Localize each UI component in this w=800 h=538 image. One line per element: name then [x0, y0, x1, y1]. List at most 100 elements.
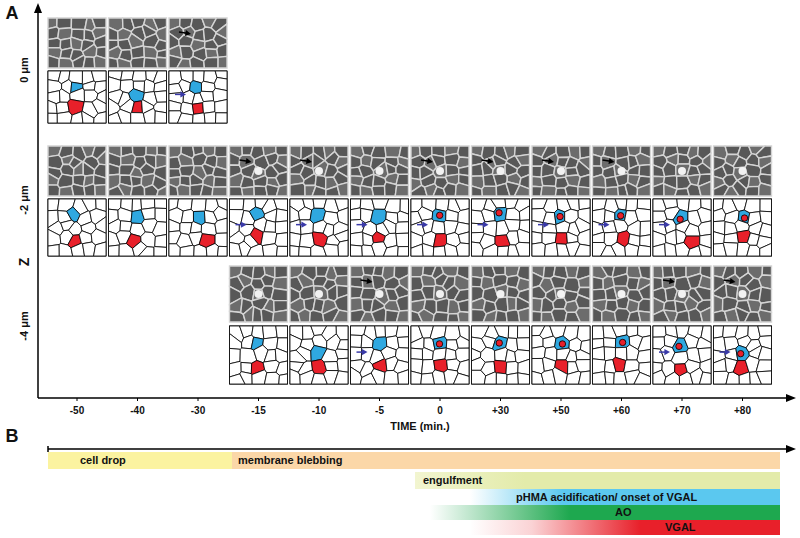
- cell-outline: [665, 243, 677, 256]
- schematic-arrow: [241, 222, 247, 228]
- tick-label: -10: [312, 406, 326, 416]
- cell-outline: [324, 361, 338, 370]
- schematic-frame: [472, 326, 530, 384]
- cell-outline: [627, 220, 641, 236]
- cell-outline: [625, 183, 638, 196]
- cell-outline: [48, 38, 61, 48]
- cell-outline: [92, 18, 106, 28]
- schematic-frame: [411, 199, 469, 256]
- schematic-arrow: [664, 222, 670, 228]
- cell-outline: [154, 80, 167, 91]
- panel-letter: B: [6, 427, 19, 445]
- cell-outline: [361, 288, 377, 299]
- bright-spot: [618, 290, 626, 298]
- cell-schematic: [653, 326, 711, 384]
- phase-name: pHMA acidification/ onset of VGAL: [516, 491, 697, 503]
- cell-schematic: [290, 326, 348, 384]
- pointer-arrow: [608, 158, 614, 164]
- schematic-frame: [653, 326, 711, 384]
- cell-outline: [371, 369, 385, 384]
- cell-outline: [532, 243, 545, 256]
- schematic-arrow: [422, 222, 428, 228]
- cell-outline: [532, 166, 542, 177]
- schematic-arrow: [362, 222, 368, 228]
- cell-outline: [109, 27, 119, 40]
- cell-outline: [396, 164, 409, 175]
- cell-outline: [97, 150, 106, 164]
- tick-label: +50: [553, 406, 570, 416]
- cell-outline: [206, 243, 218, 256]
- cell-outline: [611, 242, 625, 256]
- axis-tick: [198, 398, 199, 401]
- schematic-arrow: [604, 222, 610, 228]
- cell-outline: [472, 186, 483, 196]
- schematic-arrow: [725, 349, 731, 355]
- cell-outline: [472, 276, 483, 287]
- micrograph-ground: [169, 146, 227, 196]
- cell-outline: [215, 218, 227, 233]
- cell-outline: [141, 232, 156, 247]
- axis-tick: [379, 398, 380, 401]
- cell-outline: [372, 186, 385, 196]
- cell-outline: [155, 235, 167, 248]
- z-axis: [37, 10, 39, 398]
- cell-outline: [482, 244, 497, 256]
- cell-outline: [351, 245, 363, 256]
- schematic-frame: [593, 326, 651, 384]
- cell-outline: [578, 174, 590, 187]
- cell-outline: [201, 81, 215, 92]
- cell-outline: [48, 173, 59, 185]
- micrograph: [714, 146, 772, 196]
- engulfed-corpse: [496, 340, 502, 346]
- cell-outline: [625, 244, 639, 256]
- cell-outline: [759, 183, 772, 196]
- cell-outline: [263, 337, 278, 350]
- phase-band: membrane blebbing: [232, 452, 780, 469]
- engulfed-corpse: [617, 213, 623, 219]
- dying-cell: [555, 233, 567, 244]
- axis-tick: [77, 398, 78, 401]
- cell-outline: [395, 185, 408, 196]
- cell-outline: [637, 184, 650, 196]
- cell-outline: [699, 181, 711, 196]
- cell-outline: [190, 56, 205, 68]
- cell-outline: [178, 154, 193, 167]
- cell-schematic: [593, 199, 651, 256]
- schematic-arrow: [180, 91, 186, 97]
- cell-outline: [518, 359, 530, 375]
- cell-schematic: [593, 326, 651, 384]
- cell-outline: [543, 336, 556, 348]
- cell-outline: [398, 247, 409, 256]
- cell-outline: [74, 162, 84, 176]
- cell-outline: [605, 187, 618, 196]
- cell-outline: [155, 111, 167, 123]
- cell-outline: [337, 182, 348, 196]
- cell-outline: [593, 326, 604, 339]
- cell-outline: [351, 335, 362, 347]
- cell-outline: [217, 44, 227, 58]
- pointer-arrow: [306, 158, 312, 164]
- micrograph: [472, 146, 530, 196]
- cell-outline: [337, 358, 348, 372]
- cell-outline: [181, 209, 193, 222]
- cell-outline: [118, 208, 132, 222]
- cell-outline: [206, 49, 219, 58]
- cell-outline: [456, 336, 469, 348]
- axis-tick: [258, 398, 259, 401]
- cell-outline: [576, 360, 590, 373]
- cell-outline: [422, 348, 433, 360]
- cell-outline: [91, 71, 106, 82]
- cell-outline: [230, 199, 244, 210]
- micrograph-ground: [593, 266, 651, 322]
- micrograph-ground: [169, 18, 227, 68]
- cell-outline: [177, 59, 191, 68]
- cell-outline: [433, 164, 446, 178]
- cell-outline: [455, 183, 469, 196]
- bright-spot: [315, 290, 323, 298]
- schematic-arrow: [664, 349, 670, 355]
- dying-cell: [494, 360, 507, 373]
- z-axis-head: [34, 3, 42, 13]
- engulfed-corpse: [741, 215, 747, 221]
- cell-outline: [253, 307, 263, 322]
- cell-outline: [337, 340, 348, 350]
